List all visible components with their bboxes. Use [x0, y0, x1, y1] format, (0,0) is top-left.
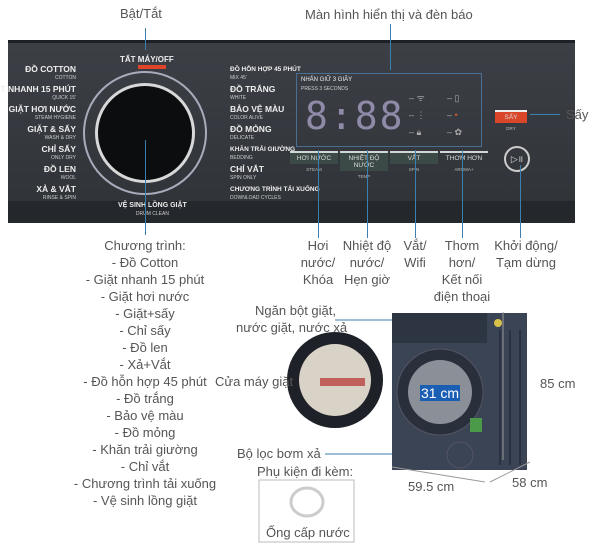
time-display: 8:88: [305, 94, 405, 138]
callout-line: [462, 150, 463, 238]
spin-callout: Vắt/Wifi: [403, 238, 427, 270]
programs-list: Chương trình: - Đồ Cotton- Giặt nhanh 15…: [45, 237, 245, 509]
callout-line: [367, 150, 368, 238]
program-list-item: - Đồ hỗn hợp 45 phút: [83, 374, 207, 389]
start-pause-button[interactable]: ▷॥: [504, 146, 530, 172]
program-list-item: - Đồ Cotton: [111, 255, 179, 270]
height-label: 85 cm: [540, 376, 576, 391]
start-callout: Khởi động/Tạm dừng: [494, 238, 558, 270]
depth-label: 58 cm: [512, 475, 548, 490]
program-list-item: - Vệ sinh lồng giặt: [92, 493, 198, 508]
width-label: 59.5 cm: [408, 479, 455, 494]
program-list-item: - Đồ mỏng: [114, 425, 176, 440]
program-list-item: - Giặt hơi nước: [100, 289, 190, 304]
drum-size-marker: [420, 385, 460, 401]
program-list-item: - Giặt nhanh 15 phút: [85, 272, 205, 287]
status-icons-1: – ᯤ– ⋮– 🔒︎: [409, 93, 426, 137]
width-arrow: [391, 466, 486, 483]
accessories-label: Phụ kiện đi kèm:: [257, 464, 354, 479]
callout-line: [520, 165, 521, 238]
program-list-item: - Khăn trải giường: [92, 442, 198, 457]
hose-image: [289, 486, 325, 518]
program-list-item: - Đồ trắng: [116, 391, 174, 406]
drawer-callout: Ngăn bột giặt,nước giặt, nước xả: [236, 303, 348, 335]
program-list-item: - Bảo vệ màu: [106, 408, 184, 423]
depth-arrow: [489, 461, 531, 483]
callout-line: [145, 28, 146, 50]
callout-line: [415, 150, 416, 238]
callout-line: [145, 140, 146, 235]
display-callout: Màn hình hiển thị và đèn báo: [305, 7, 473, 22]
off-label: TẤT MÁY/OFF: [120, 55, 174, 64]
off-indicator: [138, 65, 166, 69]
program-list-item: - Xả+Vắt: [119, 357, 171, 372]
accessory-box: [258, 479, 355, 543]
program-list-item: - Chỉ vắt: [120, 459, 170, 474]
program-list-item: - Giặt+sấy: [115, 306, 175, 321]
program-list-item: - Chương trình tải xuống: [73, 476, 217, 491]
panel-strip: [8, 201, 575, 223]
callout-line: [318, 150, 319, 238]
door-callout: Cửa máy giặt: [215, 374, 294, 389]
callout-line: [390, 24, 391, 70]
machine-control-panel: [392, 313, 487, 343]
filter-callout: Bộ lọc bơm xả: [237, 446, 321, 461]
program-list-item: - Đồ len: [122, 340, 168, 355]
drum-size-label: 31 cm: [420, 385, 460, 401]
badge: [494, 319, 502, 327]
dry-callout: Sấy: [566, 107, 589, 122]
status-icons-2: – ▯– •– ✿: [447, 93, 463, 137]
callout-line: [530, 114, 560, 115]
program-list-item: - Chỉ sấy: [119, 323, 171, 338]
filter-cover: [446, 441, 474, 469]
hose-label: Ống cấp nước: [266, 525, 350, 540]
power-callout: Bật/Tắt: [120, 6, 162, 21]
energy-label: [470, 418, 482, 432]
